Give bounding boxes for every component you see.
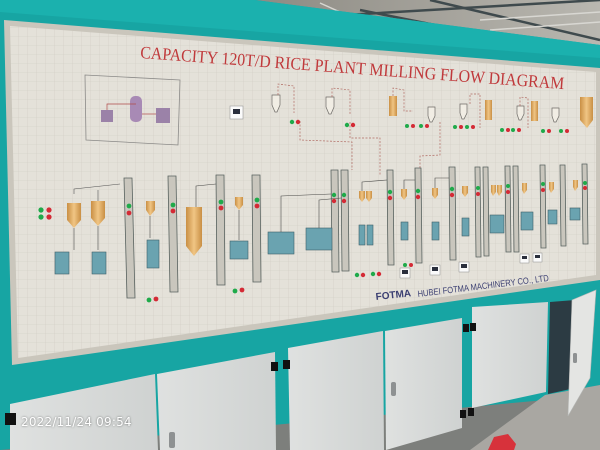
button-pair[interactable] xyxy=(465,125,475,129)
door-4[interactable] xyxy=(385,318,462,450)
button-pair[interactable] xyxy=(403,263,413,267)
air-ducts xyxy=(277,83,529,175)
button-pair[interactable] xyxy=(354,272,366,278)
button-pair[interactable] xyxy=(541,129,551,133)
hinges xyxy=(5,323,476,425)
red-bag xyxy=(488,434,516,450)
door-5[interactable] xyxy=(472,302,548,408)
button-pair[interactable] xyxy=(415,188,421,200)
button-pair[interactable] xyxy=(146,296,159,303)
door-2[interactable] xyxy=(157,352,276,450)
button-pair[interactable] xyxy=(344,122,356,128)
button-pair[interactable] xyxy=(126,203,132,216)
button-pair[interactable] xyxy=(331,192,337,204)
button-pair[interactable] xyxy=(38,214,52,220)
cabinet-interior xyxy=(548,300,575,394)
button-pair[interactable] xyxy=(559,129,569,133)
button-pair[interactable] xyxy=(541,182,545,192)
brand-logo: FOTMA xyxy=(375,288,412,303)
button-pair[interactable] xyxy=(511,128,521,132)
button-pair[interactable] xyxy=(170,202,176,214)
photo-timestamp: 2022/11/24 09:54 xyxy=(21,415,132,429)
button-pair[interactable] xyxy=(218,199,224,211)
button-pair[interactable] xyxy=(254,197,260,209)
pipes xyxy=(73,177,449,250)
button-pair[interactable] xyxy=(583,181,587,190)
small-hoppers xyxy=(359,180,578,202)
bucket-elevators xyxy=(123,163,589,299)
door-1[interactable] xyxy=(10,374,158,450)
button-pair[interactable] xyxy=(341,192,347,204)
button-pair[interactable] xyxy=(38,207,52,213)
button-pair[interactable] xyxy=(506,184,510,194)
button-pair[interactable] xyxy=(453,125,463,129)
tall-silos-top xyxy=(389,96,593,128)
button-pair[interactable] xyxy=(449,186,455,198)
air-compressor-subdiagram xyxy=(84,74,181,146)
button-pair[interactable] xyxy=(419,124,429,128)
push-buttons xyxy=(38,119,587,303)
cabinet-doors xyxy=(5,289,597,450)
meter-screens xyxy=(402,255,540,274)
button-pair[interactable] xyxy=(405,124,415,128)
door-6-open[interactable] xyxy=(567,289,597,417)
digital-meter xyxy=(229,105,244,120)
button-pair[interactable] xyxy=(232,287,245,294)
button-pair[interactable] xyxy=(476,186,480,196)
paddy-bins xyxy=(67,183,243,256)
button-pair[interactable] xyxy=(500,128,510,132)
door-handles[interactable] xyxy=(169,353,577,448)
button-pair[interactable] xyxy=(289,119,301,125)
cyclone-row xyxy=(271,94,560,123)
button-pair[interactable] xyxy=(370,271,382,277)
door-3[interactable] xyxy=(288,331,384,450)
button-pair[interactable] xyxy=(387,189,393,201)
